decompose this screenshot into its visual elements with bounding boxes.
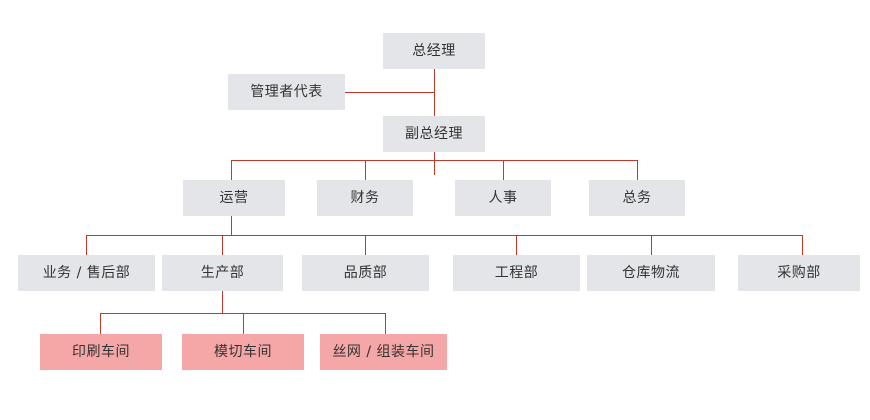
node-deputy-general-manager[interactable]: 副总经理 xyxy=(383,116,485,152)
node-screen-assembly-workshop[interactable]: 丝网 / 组装车间 xyxy=(320,334,447,370)
node-operations[interactable]: 运营 xyxy=(183,180,285,216)
node-printing-workshop[interactable]: 印刷车间 xyxy=(40,334,162,370)
node-management-representative[interactable]: 管理者代表 xyxy=(228,74,345,110)
node-purchasing[interactable]: 采购部 xyxy=(738,255,860,291)
connector-drop-operations xyxy=(231,160,232,180)
connector-level3-bus xyxy=(86,235,803,236)
connector-drop-engineering xyxy=(516,235,517,255)
connector-mgmt-rep-to-trunk xyxy=(345,92,435,93)
connector-drop-quality xyxy=(365,235,366,255)
node-production[interactable]: 生产部 xyxy=(162,255,283,291)
connector-operations-stem xyxy=(231,216,232,236)
connector-level2-bus xyxy=(231,160,638,161)
connector-production-stem xyxy=(222,291,223,314)
connector-drop-production xyxy=(222,235,223,255)
connector-drop-general-affairs xyxy=(637,160,638,180)
node-warehouse-logistics[interactable]: 仓库物流 xyxy=(587,255,715,291)
node-human-resources[interactable]: 人事 xyxy=(455,180,551,216)
connector-drop-printing-workshop xyxy=(100,313,101,334)
connector-drop-screen-assembly-workshop xyxy=(385,313,386,334)
node-diecutting-workshop[interactable]: 模切车间 xyxy=(182,334,304,370)
node-finance[interactable]: 财务 xyxy=(317,180,413,216)
connector-drop-warehouse xyxy=(651,235,652,255)
connector-drop-diecutting-workshop xyxy=(243,313,244,334)
node-quality[interactable]: 品质部 xyxy=(302,255,429,291)
node-engineering[interactable]: 工程部 xyxy=(453,255,580,291)
connector-drop-hr xyxy=(503,160,504,180)
connector-dgm-stem xyxy=(434,152,435,175)
connector-drop-finance xyxy=(365,160,366,180)
connector-drop-purchasing xyxy=(802,235,803,255)
node-general-affairs[interactable]: 总务 xyxy=(589,180,685,216)
node-general-manager[interactable]: 总经理 xyxy=(383,33,485,69)
node-sales-aftersales[interactable]: 业务 / 售后部 xyxy=(18,255,155,291)
connector-drop-sales-aftersales xyxy=(86,235,87,255)
